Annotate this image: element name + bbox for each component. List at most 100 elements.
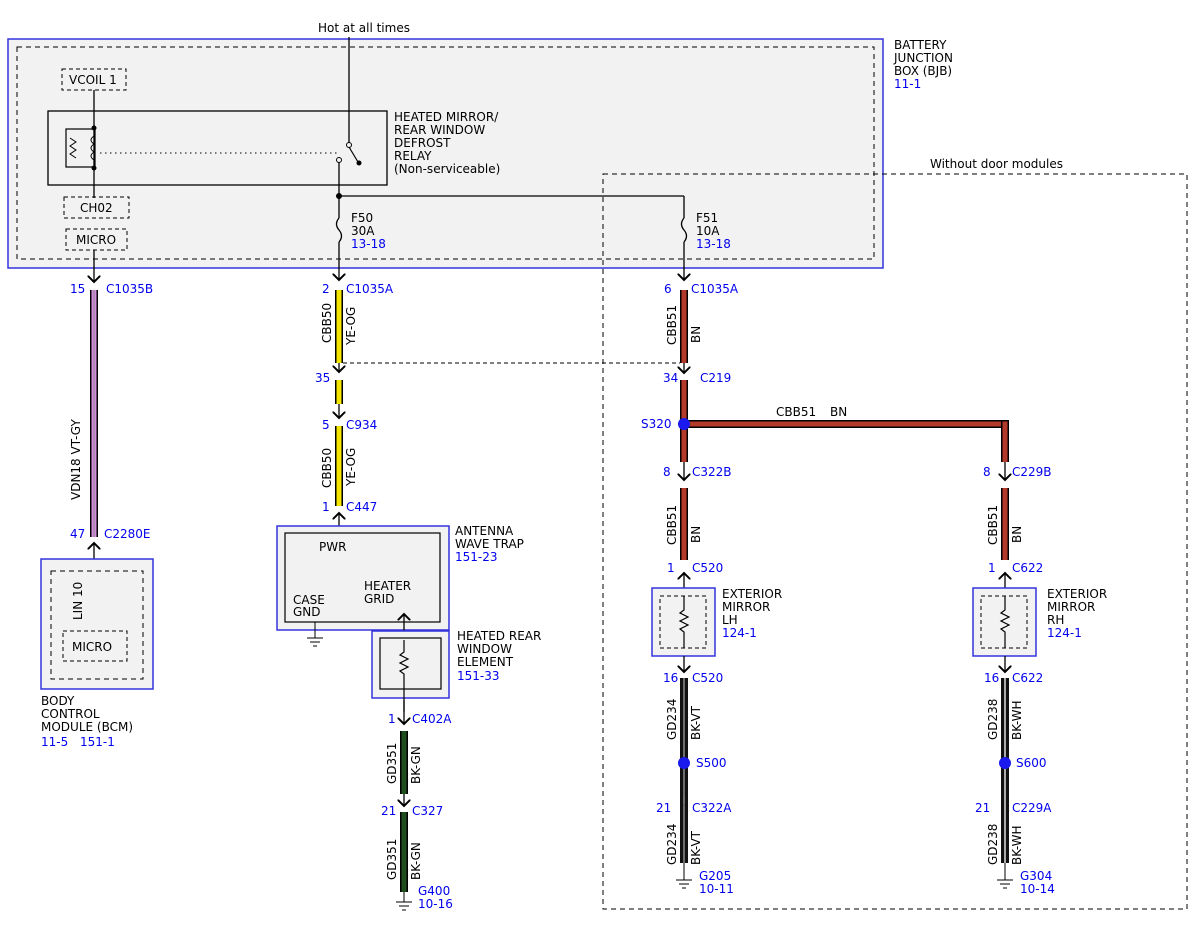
f51-name: F51	[696, 211, 718, 225]
lh-label-1: EXTERIOR	[722, 587, 782, 601]
rh-conn-c229b: C229B	[1012, 465, 1052, 479]
lh-gd234-lower-color: BK-VT	[689, 830, 703, 865]
rh-conn-c229a: C229A	[1012, 801, 1052, 815]
lh-gd234-upper-color: BK-VT	[689, 705, 703, 740]
relay-micro-label: MICRO	[76, 233, 116, 247]
rear-element-label-2: WINDOW	[457, 642, 512, 656]
s320-label: S320	[641, 417, 672, 431]
f51-fuse-icon	[680, 217, 688, 243]
rh-conn-c622: C622	[1012, 561, 1043, 575]
without-door-modules-label: Without door modules	[930, 157, 1063, 171]
gd351-lower-color: BK-GN	[409, 842, 423, 880]
f51-conn-c1035a: C1035A	[691, 282, 739, 296]
rear-pin-21: 21	[381, 804, 396, 818]
cbb51-upper-color: BN	[689, 326, 703, 343]
antenna-case-1: CASE	[293, 593, 325, 607]
bjb-label-3: BOX (BJB)	[894, 64, 952, 78]
lh-ref: 124-1	[722, 626, 757, 640]
antenna-heater-2: GRID	[364, 592, 394, 606]
antenna-inner-box	[284, 532, 441, 623]
lh-label-3: LH	[722, 613, 738, 627]
antenna-label-2: WAVE TRAP	[455, 537, 524, 551]
bjb-ref: 11-1	[894, 77, 921, 91]
gd351-upper-color: BK-GN	[409, 746, 423, 784]
g205-label: G205	[699, 869, 731, 883]
rear-element-label-1: HEATED REAR	[457, 629, 541, 643]
lh-label-2: MIRROR	[722, 600, 770, 614]
lh-pin-16: 16	[663, 671, 678, 685]
cbb50-wire-lower	[336, 426, 342, 506]
rh-pin-8: 8	[983, 465, 991, 479]
f51-pin-34: 34	[663, 371, 678, 385]
bcm-lin-label: LIN 10	[71, 582, 85, 620]
lh-mirror-motor-icon	[678, 596, 690, 648]
bjb-label-2: JUNCTION	[893, 51, 953, 65]
ch02-box	[63, 196, 130, 219]
g400-label: G400	[418, 884, 450, 898]
s320-splice	[678, 418, 690, 430]
antenna-ref: 151-23	[455, 550, 498, 564]
gd351-lower-circuit: GD351	[385, 839, 399, 880]
s500-label: S500	[696, 756, 727, 770]
vcoil-box	[61, 68, 127, 91]
s600-label: S600	[1016, 756, 1047, 770]
cbb50-lower-circuit: CBB50	[320, 448, 334, 488]
without-door-modules-region	[602, 173, 1188, 910]
rear-element-inner-box	[379, 637, 442, 690]
rear-element-resistor-icon	[398, 640, 410, 712]
cbb51-branch-color: BN	[830, 405, 847, 419]
antenna-pwr: PWR	[319, 540, 346, 554]
rear-element-box	[371, 630, 450, 699]
s600-splice	[999, 757, 1011, 769]
f51-rating: 10A	[696, 224, 720, 238]
cbb51-branch-wire	[684, 421, 1005, 427]
rear-conn-c402a: C402A	[412, 712, 452, 726]
f51-pin-6: 6	[664, 282, 672, 296]
lh-cbb51-wire	[681, 488, 687, 560]
lh-mirror-inner-box	[659, 595, 707, 649]
rh-gd238-upper-circuit: GD238	[986, 699, 1000, 740]
relay-micro-box	[65, 228, 128, 251]
cbb51-rh-drop	[1002, 421, 1008, 462]
g205-ref: 10-11	[699, 882, 734, 896]
cbb50-upper-color: YE-OG	[344, 307, 358, 346]
vdn18-circuit-label: VDN18 VT-GY	[69, 419, 83, 500]
rear-pin-1: 1	[388, 712, 396, 726]
rh-pin-21: 21	[975, 801, 990, 815]
g400-ref: 10-16	[418, 897, 453, 911]
rear-element-label-3: ELEMENT	[457, 655, 514, 669]
ch02-label: CH02	[80, 201, 113, 215]
bcm-pin-15: 15	[70, 282, 85, 296]
bcm-label-3: MODULE (BCM)	[41, 720, 133, 734]
lh-gd234-upper-circuit: GD234	[665, 699, 679, 740]
s500-splice	[678, 757, 690, 769]
bcm-label-2: CONTROL	[41, 707, 100, 721]
bjb-inner-box	[16, 46, 875, 260]
vdn18-circuit: VDN18	[69, 458, 83, 500]
rh-label-3: RH	[1047, 613, 1064, 627]
cbb50-lower-color: YE-OG	[344, 448, 358, 487]
cbb51-upper-circuit: CBB51	[665, 305, 679, 345]
rh-pin-16: 16	[984, 671, 999, 685]
rh-label-2: MIRROR	[1047, 600, 1095, 614]
lh-pin-1: 1	[667, 561, 675, 575]
antenna-heater-1: HEATER	[364, 579, 411, 593]
gd351-lower-wire	[401, 812, 407, 892]
cbb51-branch-circuit: CBB51	[776, 405, 816, 419]
relay-box	[47, 110, 388, 186]
hot-at-all-times-label: Hot at all times	[318, 21, 410, 35]
rh-gd238-lower-color: BK-WH	[1010, 825, 1024, 865]
rh-mirror-inner-box	[980, 595, 1028, 649]
g205-ground-icon	[676, 863, 692, 889]
bjb-label-1: BATTERY	[894, 38, 947, 52]
bcm-ref-2: 151-1	[80, 735, 115, 749]
gd351-upper-circuit: GD351	[385, 743, 399, 784]
lh-conn-c520: C520	[692, 561, 723, 575]
rh-conn-c622-bottom: C622	[1012, 671, 1043, 685]
rh-label-1: EXTERIOR	[1047, 587, 1107, 601]
f50-conn-c1035a: C1035A	[346, 282, 394, 296]
relay-coil-icon	[65, 125, 97, 171]
f50-pin-2: 2	[322, 282, 330, 296]
f50-fuse-icon	[335, 217, 343, 243]
rear-conn-c327: C327	[412, 804, 443, 818]
